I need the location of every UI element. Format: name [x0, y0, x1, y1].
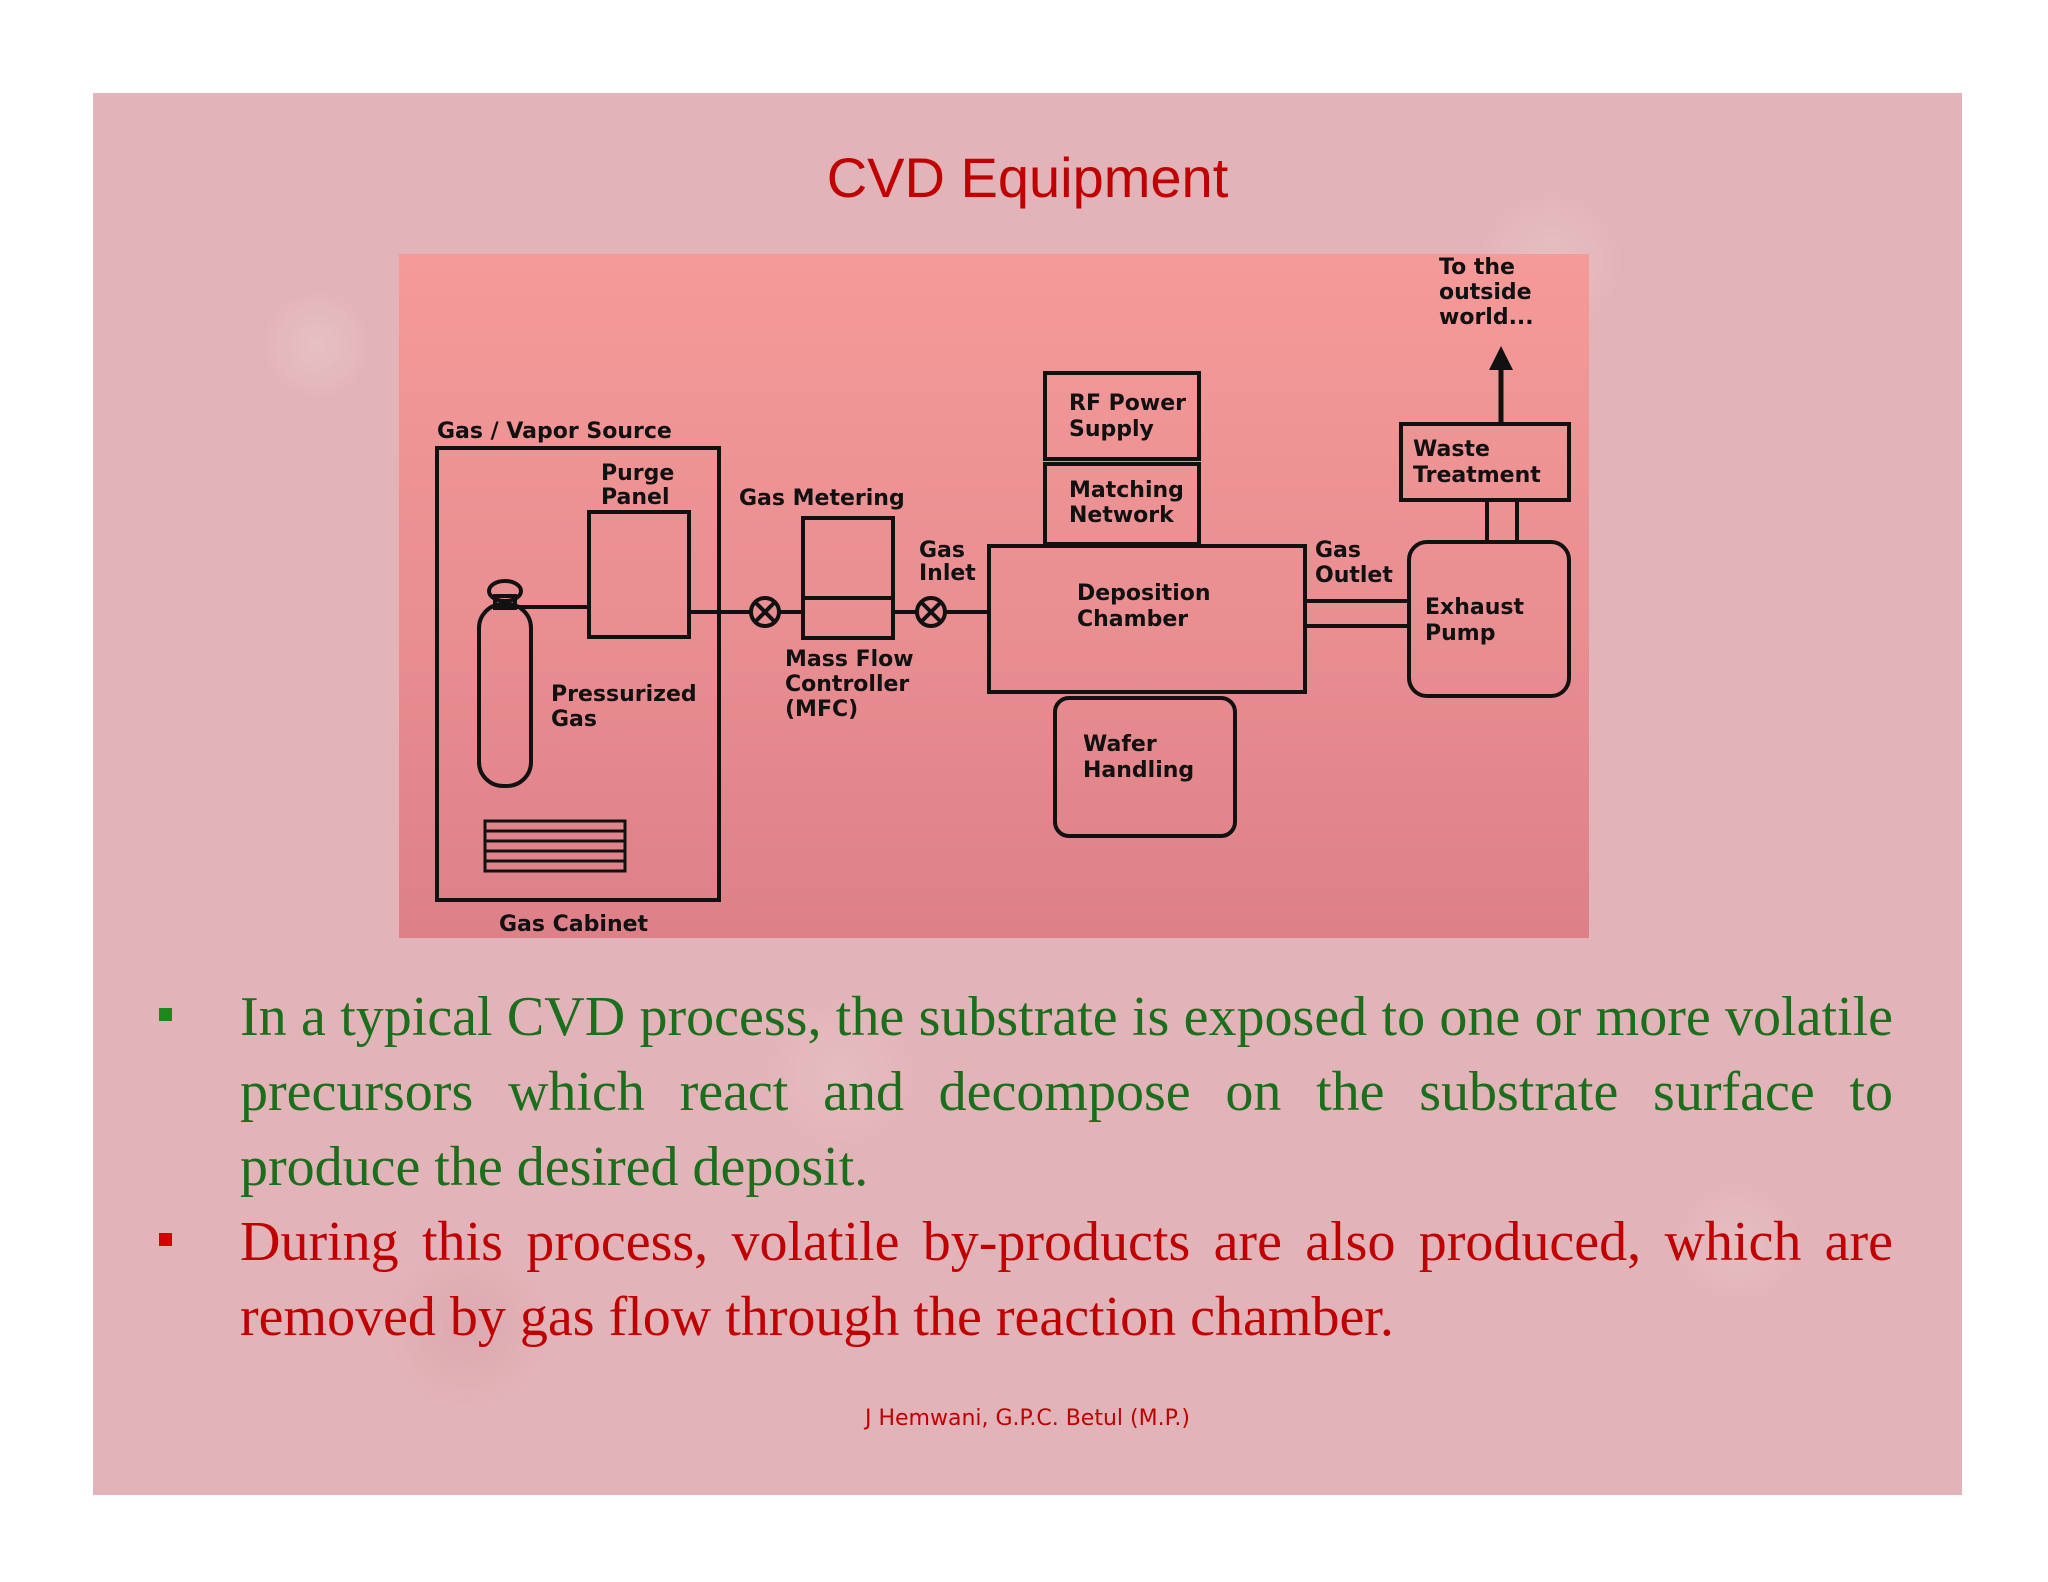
valve-1-icon: [749, 596, 781, 628]
gas-cabinet-box: [435, 446, 721, 902]
label-wafer-handling: Wafer: [1083, 732, 1157, 757]
label-to-the-outside: To the: [1439, 255, 1515, 280]
label-deposition-chamber-2: Chamber: [1077, 607, 1188, 632]
rf-power-supply-box: [1043, 371, 1201, 461]
arrow-head-icon: [1489, 346, 1513, 370]
waste-treatment-box: [1399, 422, 1571, 502]
bullet-item-2: During this process, volatile by-product…: [151, 1205, 1893, 1355]
label-gas-vapor-source: Gas / Vapor Source: [437, 419, 672, 444]
bullet-list: In a typical CVD process, the substrate …: [151, 980, 1893, 1355]
square-bullet-icon: [159, 1008, 172, 1021]
label-to-the-outside-2: outside: [1439, 280, 1532, 305]
label-rf-power: RF Power: [1069, 391, 1186, 416]
label-gas-outlet-2: Outlet: [1315, 563, 1393, 588]
label-wafer-handling-2: Handling: [1083, 758, 1194, 783]
cylinder-valve: [487, 579, 523, 603]
label-matching-network: Matching: [1069, 478, 1184, 503]
diagram-svg: Gas / Vapor Source Purge Panel Pressuriz…: [435, 255, 1571, 937]
label-gas-cabinet: Gas Cabinet: [499, 912, 649, 937]
label-purge-panel: Purge: [601, 461, 674, 486]
label-deposition-chamber: Deposition: [1077, 581, 1211, 606]
slide-footer: J Hemwani, G.P.C. Betul (M.P.): [864, 1406, 1190, 1431]
deposition-chamber-box: [987, 544, 1307, 694]
label-mfc-3: (MFC): [785, 697, 858, 722]
mfc-box: [801, 516, 895, 640]
label-exhaust-pump-2: Pump: [1425, 621, 1495, 646]
label-to-the-outside-3: world...: [1439, 305, 1534, 330]
label-matching-network-2: Network: [1069, 503, 1175, 528]
label-mfc-2: Controller: [785, 672, 909, 697]
label-waste-treatment-2: Treatment: [1413, 463, 1541, 488]
label-pressurized-2: Gas: [551, 707, 597, 732]
label-pressurized: Pressurized: [551, 682, 697, 707]
label-mfc: Mass Flow: [785, 647, 914, 672]
label-waste-treatment: Waste: [1413, 437, 1490, 462]
label-purge-panel-2: Panel: [601, 485, 670, 510]
purge-panel-box: [587, 510, 691, 639]
wafer-handling-box: [1053, 696, 1237, 838]
slide-title: CVD Equipment: [826, 146, 1229, 209]
square-bullet-icon: [159, 1233, 172, 1246]
label-exhaust-pump: Exhaust: [1425, 595, 1524, 620]
label-rf-power-2: Supply: [1069, 417, 1154, 442]
label-gas-outlet: Gas: [1315, 538, 1361, 563]
cylinder-neck: [493, 594, 517, 610]
gas-cylinder-icon: [477, 602, 533, 788]
bullet-text-2: During this process, volatile by-product…: [240, 1211, 1893, 1348]
slide: CVD Equipment: [93, 93, 1962, 1495]
vent-grille-icon: [483, 819, 627, 873]
label-gas-inlet-2: Inlet: [919, 561, 976, 586]
label-gas-inlet: Gas: [919, 538, 965, 563]
label-gas-metering: Gas Metering: [739, 486, 905, 511]
bullet-text-1: In a typical CVD process, the substrate …: [240, 986, 1893, 1198]
cvd-equipment-diagram: Gas / Vapor Source Purge Panel Pressuriz…: [399, 254, 1589, 938]
valve-2-icon: [915, 596, 947, 628]
bullet-item-1: In a typical CVD process, the substrate …: [151, 980, 1893, 1205]
